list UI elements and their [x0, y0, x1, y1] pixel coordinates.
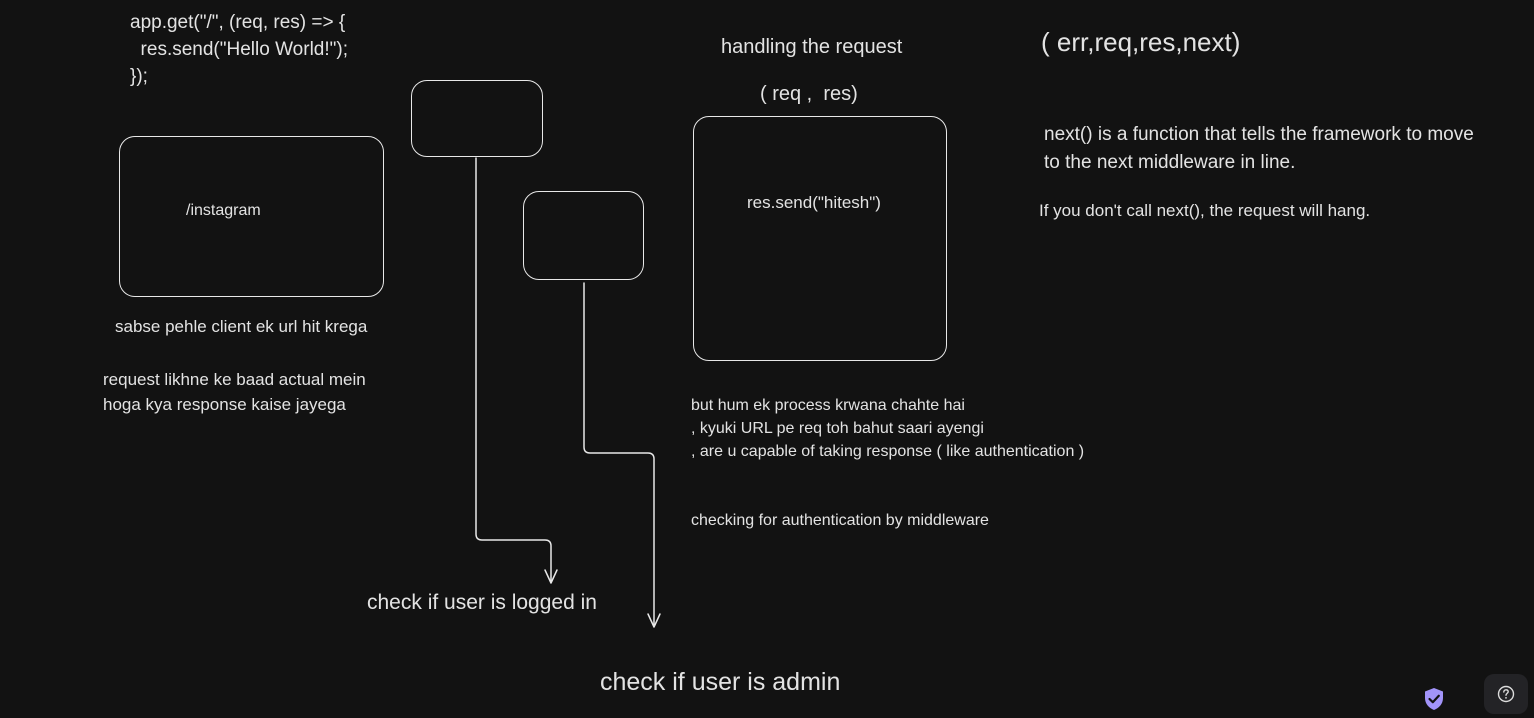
hang-note[interactable]: If you don't call next(), the request wi…: [1039, 201, 1371, 220]
question-circle-icon: [1497, 685, 1515, 703]
process-note-line-1[interactable]: but hum ek process krwana chahte hai: [691, 397, 965, 414]
arrowhead-logged-in: [544, 569, 558, 584]
shield-check-icon: [1425, 688, 1443, 710]
next-note-line-1[interactable]: next() is a function that tells the fram…: [1044, 124, 1474, 145]
middleware-box-2[interactable]: [523, 191, 644, 280]
code-line-2[interactable]: res.send("Hello World!");: [130, 39, 348, 60]
res-send-label[interactable]: res.send("hitesh"): [747, 193, 881, 212]
arrowhead-admin: [647, 613, 661, 628]
request-note-line-1[interactable]: request likhne ke baad actual mein: [103, 370, 366, 389]
handling-title[interactable]: handling the request: [721, 36, 903, 58]
logged-in-label[interactable]: check if user is logged in: [367, 591, 597, 614]
code-line-1[interactable]: app.get("/", (req, res) => {: [130, 12, 346, 33]
admin-label[interactable]: check if user is admin: [600, 668, 841, 696]
process-note-line-2[interactable]: , kyuki URL pe req toh bahut saari ayeng…: [691, 420, 984, 437]
code-line-3[interactable]: });: [130, 66, 148, 87]
middleware-box-1[interactable]: [411, 80, 543, 157]
process-note-line-3[interactable]: , are u capable of taking response ( lik…: [691, 443, 1085, 460]
shield-button[interactable]: [1422, 686, 1446, 712]
request-note-line-2[interactable]: hoga kya response kaise jayega: [103, 395, 346, 414]
help-button[interactable]: [1484, 674, 1528, 714]
arrow-to-logged-in: [475, 157, 552, 583]
err-signature[interactable]: ( err,req,res,next): [1041, 27, 1241, 57]
auth-note[interactable]: checking for authentication by middlewar…: [691, 512, 989, 529]
instagram-label[interactable]: /instagram: [186, 202, 261, 219]
next-note-line-2[interactable]: to the next middleware in line.: [1044, 152, 1296, 173]
handler-box[interactable]: [693, 116, 947, 361]
arrow-to-admin: [583, 282, 655, 627]
req-res-label[interactable]: ( req , res): [760, 83, 858, 105]
client-hit-note[interactable]: sabse pehle client ek url hit krega: [115, 317, 368, 336]
instagram-route-box[interactable]: [119, 136, 384, 297]
